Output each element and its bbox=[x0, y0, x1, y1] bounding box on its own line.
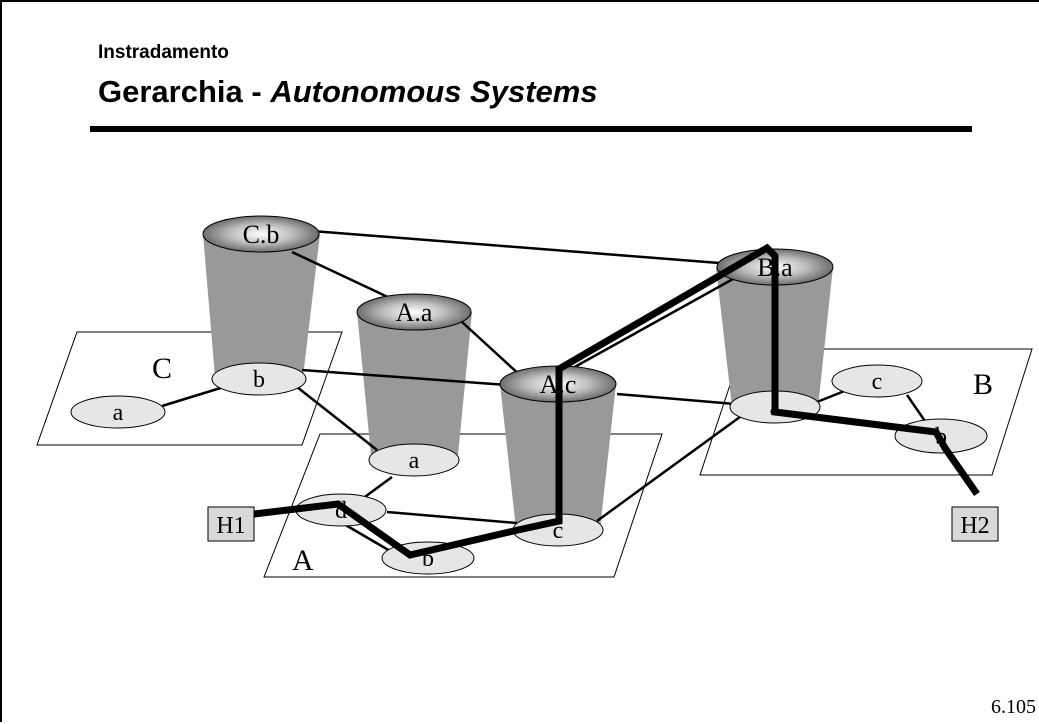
page-number: 6.105 bbox=[991, 696, 1036, 718]
area-label-b: B bbox=[973, 368, 993, 401]
link-ba-bc bbox=[816, 388, 848, 404]
area-label-c: C bbox=[152, 352, 172, 385]
link-aa-ac bbox=[461, 321, 523, 378]
link-cb-aa bbox=[291, 250, 393, 301]
backbone-label-cb: C.b bbox=[243, 220, 280, 249]
router-disc-ca bbox=[70, 395, 166, 429]
links bbox=[161, 229, 929, 557]
link-ac-ba-low bbox=[596, 412, 745, 523]
router-label-bc: c bbox=[872, 369, 883, 395]
title-plain: Gerarchia - bbox=[98, 74, 271, 109]
area-label-a: A bbox=[292, 544, 314, 577]
router-label-ab: b bbox=[422, 546, 434, 572]
link-ac-ba bbox=[616, 392, 736, 406]
link-ac-bb bbox=[561, 262, 761, 376]
router-disc-cb bbox=[211, 362, 307, 396]
slide-title: Gerarchia - Autonomous Systems bbox=[98, 74, 598, 110]
link-bc-bb bbox=[905, 394, 929, 425]
link-ad-ac bbox=[386, 510, 518, 525]
router-label-bb: b bbox=[935, 424, 947, 450]
cylinder-top-aa bbox=[356, 293, 472, 331]
router-label-ac: c bbox=[553, 518, 564, 544]
cylinder-body-cb bbox=[203, 234, 320, 377]
route-path bbox=[253, 243, 980, 559]
cylinder-top-cb bbox=[202, 215, 320, 253]
title-underline bbox=[90, 126, 972, 132]
host-label-h2: H2 bbox=[960, 513, 989, 539]
router-disc-aa bbox=[368, 443, 460, 477]
host-box-h1 bbox=[207, 506, 255, 542]
title-italic: Autonomous Systems bbox=[270, 74, 598, 109]
link-ca-cb bbox=[161, 384, 228, 408]
host-box-h2 bbox=[951, 506, 999, 542]
router-disc-bc bbox=[831, 364, 923, 398]
link-cb-ba bbox=[311, 229, 733, 266]
router-label-aa: a bbox=[409, 448, 420, 474]
router-label-ca: a bbox=[113, 400, 124, 426]
backbone-label-ba: B.a bbox=[757, 253, 793, 282]
router-label-ba: a bbox=[770, 395, 781, 421]
host-label-h1: H1 bbox=[216, 513, 245, 539]
cylinder-body-aa bbox=[357, 312, 472, 455]
router-label-cb: b bbox=[253, 367, 265, 393]
backbone-label-aa: A.a bbox=[396, 298, 433, 327]
link-cb-ac bbox=[301, 368, 508, 387]
slide-subtitle: Instradamento bbox=[98, 42, 229, 63]
backbone-label-ac: A.c bbox=[540, 370, 577, 399]
link-cb-aa-low bbox=[296, 386, 378, 451]
router-label-ad: d bbox=[335, 498, 347, 524]
